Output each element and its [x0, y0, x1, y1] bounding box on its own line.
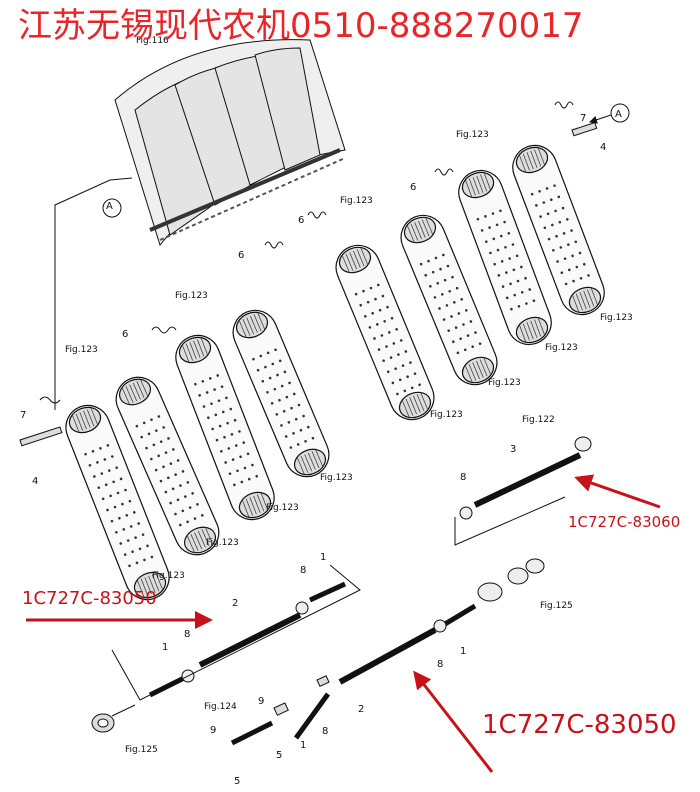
callout-1-d: 1 — [300, 740, 306, 751]
callout-fig123-6: Fig.123 — [545, 343, 578, 353]
callout-fig125-left: Fig.125 — [125, 745, 158, 755]
finger-assembly — [114, 39, 346, 247]
ref-a-left: A — [106, 201, 113, 212]
callout-fig124: Fig.124 — [204, 702, 237, 712]
callout-1-a: 1 — [320, 552, 326, 563]
callout-2-a: 2 — [232, 598, 238, 609]
part-number-left: 1C727C-83050 — [22, 588, 157, 609]
belt-unit — [65, 404, 170, 601]
callout-fig123-7: Fig.123 — [488, 378, 521, 388]
callout-8-d: 8 — [322, 726, 328, 737]
fig124-parts — [230, 675, 331, 746]
belt-unit — [512, 144, 605, 316]
callout-fig123-3: Fig.123 — [340, 196, 373, 206]
callout-5-b: 5 — [234, 776, 240, 787]
callout-5-a: 5 — [276, 750, 282, 761]
callout-8-b: 8 — [184, 629, 190, 640]
shaft-2-upper — [111, 564, 361, 701]
callout-6-b: 6 — [238, 250, 244, 261]
springs — [39, 101, 574, 404]
callout-fig123-2: Fig.123 — [175, 291, 208, 301]
callout-fig123-4: Fig.123 — [456, 130, 489, 140]
part-number-right: 1C727C-83060 — [568, 513, 681, 531]
callouts: Fig.116 A A Fig.123 Fig.123 Fig.123 Fig.… — [20, 36, 633, 787]
belt-unit — [335, 244, 435, 421]
belt-unit — [400, 214, 498, 386]
ref-a-right: A — [615, 109, 622, 120]
callout-8-c: 8 — [437, 659, 443, 670]
reference-a-right — [589, 103, 630, 124]
red-arrows — [26, 474, 661, 773]
page-title: 江苏无锡现代农机0510-888270017 — [18, 6, 584, 46]
belt-unit — [458, 169, 552, 346]
callout-fig123-5: Fig.123 — [600, 313, 633, 323]
callout-8-right: 8 — [460, 472, 466, 483]
callout-6-d: 6 — [410, 182, 416, 193]
belt-unit — [232, 309, 330, 478]
callout-4-left: 4 — [32, 476, 38, 487]
callout-9-a: 9 — [258, 696, 264, 707]
callout-fig123-1: Fig.123 — [65, 345, 98, 355]
callout-fig123-8: Fig.123 — [430, 410, 463, 420]
callout-9-b: 9 — [210, 725, 216, 736]
callout-fig125-right: Fig.125 — [540, 601, 573, 611]
callout-4-right: 4 — [600, 142, 606, 153]
callout-7-left: 7 — [20, 410, 26, 421]
shaft-3-assembly — [454, 436, 592, 546]
reference-a-left — [54, 177, 133, 410]
belt-unit — [115, 376, 220, 556]
callout-1-b: 1 — [162, 642, 168, 653]
callout-6-c: 6 — [298, 215, 304, 226]
callout-1-c: 1 — [460, 646, 466, 657]
belt-unit — [175, 334, 275, 521]
callout-fig123-12: Fig.123 — [152, 571, 185, 581]
callout-2-b: 2 — [358, 704, 364, 715]
chain-belts — [65, 144, 605, 601]
callout-6-a: 6 — [122, 329, 128, 340]
callout-fig123-11: Fig.123 — [206, 538, 239, 548]
part-number-bottom: 1C727C-83050 — [482, 710, 677, 740]
callout-fig116: Fig.116 — [136, 36, 169, 46]
pins — [19, 121, 598, 447]
callout-fig122: Fig.122 — [522, 415, 555, 425]
bearing-left — [91, 704, 136, 733]
callout-3: 3 — [510, 444, 516, 455]
callout-fig123-9: Fig.123 — [320, 473, 353, 483]
callout-fig123-10: Fig.123 — [266, 503, 299, 513]
callout-7-right: 7 — [580, 113, 586, 124]
callout-8-a: 8 — [300, 565, 306, 576]
shaft-2-lower — [338, 558, 545, 685]
